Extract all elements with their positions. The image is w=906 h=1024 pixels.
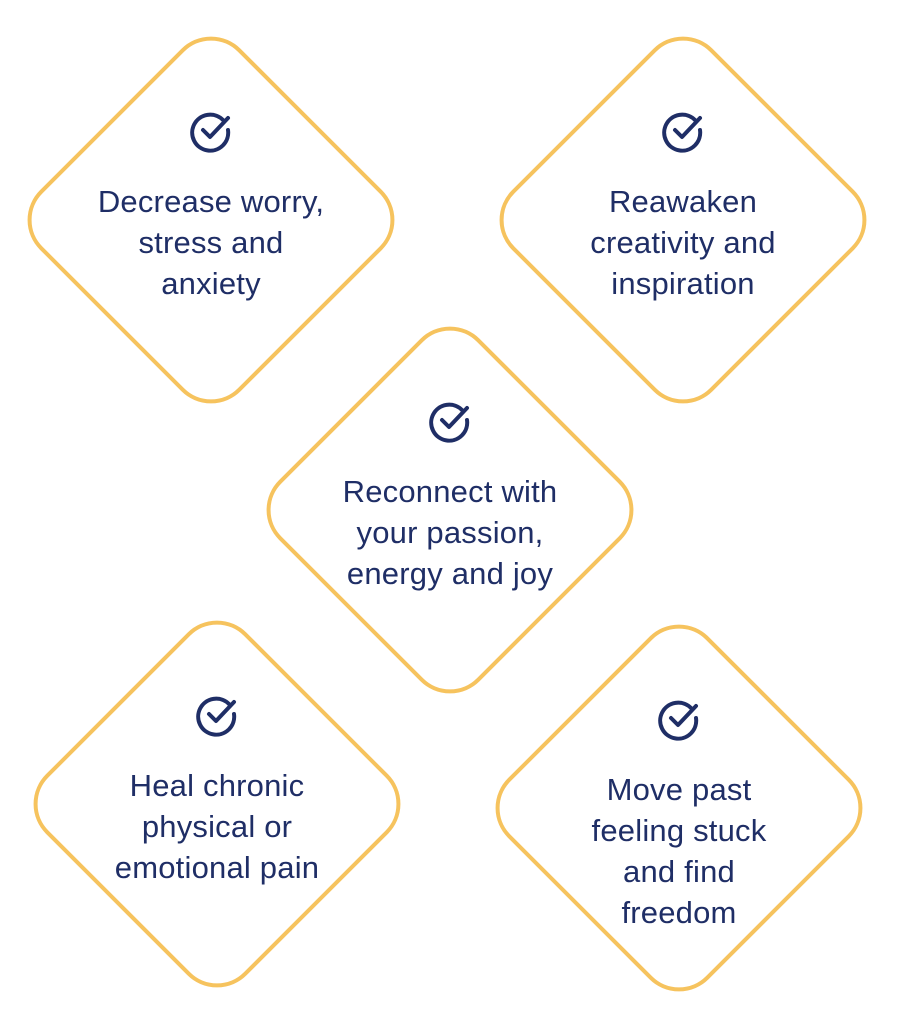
benefit-text-line: anxiety xyxy=(161,266,261,301)
diamond-frame xyxy=(499,36,867,404)
benefit-text-line: energy and joy xyxy=(346,556,554,591)
diamond-frame xyxy=(495,624,863,992)
benefit-card-move-past-stuck: Move past feeling stuck and find freedom xyxy=(474,603,884,1013)
check-circle-icon xyxy=(429,402,470,443)
benefit-text-line: emotional pain xyxy=(114,850,320,885)
benefit-text-line: creativity and xyxy=(590,225,776,260)
diamond-frame xyxy=(33,620,401,988)
check-circle-icon xyxy=(196,696,237,737)
check-circle-icon xyxy=(658,700,699,741)
check-circle-icon xyxy=(190,112,231,153)
benefit-text: Reconnect with your passion, energy and … xyxy=(320,471,580,594)
benefit-text-line: freedom xyxy=(621,895,737,930)
benefit-text-line: Reawaken xyxy=(608,184,758,219)
benefit-text-line: Move past xyxy=(606,772,752,807)
benefit-text: Reawaken creativity and inspiration xyxy=(553,181,813,304)
benefit-text-line: inspiration xyxy=(611,266,755,301)
benefit-card-reawaken-creativity: Reawaken creativity and inspiration xyxy=(478,15,888,425)
benefit-text: Move past feeling stuck and find freedom xyxy=(549,769,809,933)
benefit-text-line: your passion, xyxy=(356,515,544,550)
benefit-card-heal-pain: Heal chronic physical or emotional pain xyxy=(12,599,422,1009)
benefit-text-line: Heal chronic xyxy=(129,768,305,803)
diamond-frame xyxy=(27,36,395,404)
benefit-text: Decrease worry, stress and anxiety xyxy=(81,181,341,304)
benefit-text-line: stress and xyxy=(138,225,284,260)
benefit-text-line: Decrease worry, xyxy=(97,184,325,219)
benefit-text: Heal chronic physical or emotional pain xyxy=(87,765,347,888)
benefit-card-reconnect-passion: Reconnect with your passion, energy and … xyxy=(245,305,655,715)
benefit-card-decrease-worry: Decrease worry, stress and anxiety xyxy=(6,15,416,425)
benefit-text-line: and find xyxy=(623,854,735,889)
benefit-text-line: feeling stuck xyxy=(591,813,767,848)
benefit-text-line: physical or xyxy=(141,809,293,844)
check-circle-icon xyxy=(662,112,703,153)
benefit-text-line: Reconnect with xyxy=(342,474,558,509)
diamond-frame xyxy=(266,326,634,694)
